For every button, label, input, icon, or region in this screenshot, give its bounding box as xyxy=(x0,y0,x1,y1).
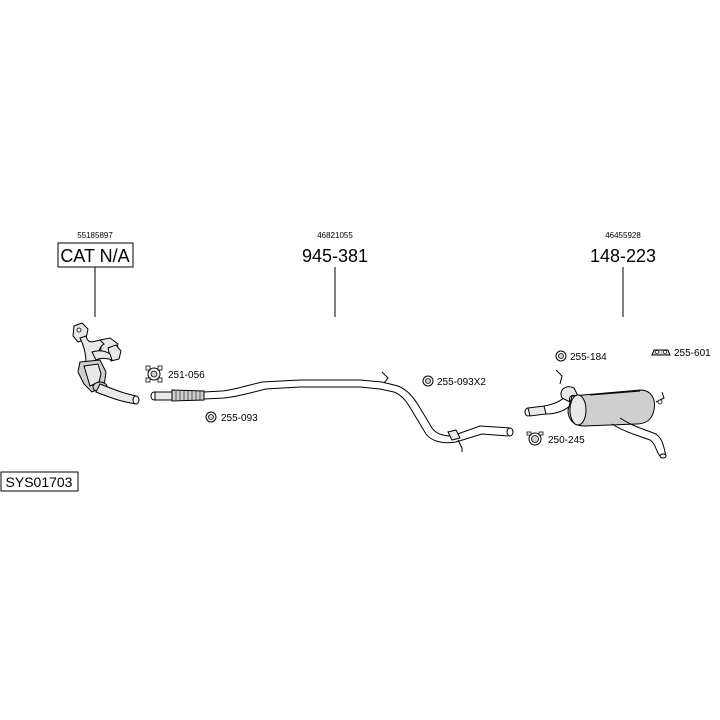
accessory-251-056[interactable]: 251-056 xyxy=(145,365,205,383)
callout-rear-silencer[interactable]: 46455928 148-223 xyxy=(590,231,656,317)
accessory-code: 255-601 xyxy=(674,348,711,359)
middle-pipe-drawing[interactable] xyxy=(150,371,514,452)
clamp-icon xyxy=(526,431,544,446)
catalytic-converter-drawing[interactable] xyxy=(72,322,140,405)
part-number-middle-pipe: 945-381 xyxy=(302,246,368,266)
oe-number-middle-pipe: 46821055 xyxy=(317,231,353,240)
accessory-250-245[interactable]: 250-245 xyxy=(526,431,585,446)
oe-number-catalyst: 55185897 xyxy=(77,231,113,240)
system-code: SYS01703 xyxy=(6,474,73,490)
oe-number-rear-silencer: 46455928 xyxy=(605,231,641,240)
callout-middle-pipe[interactable]: 46821055 945-381 xyxy=(302,231,368,317)
rear-silencer-drawing[interactable] xyxy=(524,369,667,459)
system-code-label: SYS01703 xyxy=(0,471,79,492)
accessory-255-093X2[interactable]: 255-093X2 xyxy=(422,375,486,388)
part-number-rear-silencer: 148-223 xyxy=(590,246,656,266)
accessory-255-093[interactable]: 255-093 xyxy=(205,411,258,424)
accessory-code: 255-093X2 xyxy=(437,377,486,388)
clamp-icon xyxy=(145,365,163,383)
rubber-hanger-icon xyxy=(651,349,671,356)
accessory-code: 255-093 xyxy=(221,413,258,424)
accessory-code: 255-184 xyxy=(570,352,607,363)
accessory-code: 250-245 xyxy=(548,435,585,446)
part-number-box xyxy=(57,242,134,268)
accessory-255-184[interactable]: 255-184 xyxy=(555,350,607,363)
accessory-code: 251-056 xyxy=(168,370,205,381)
rubber-ring-icon xyxy=(205,411,217,423)
rubber-ring-icon xyxy=(422,375,434,387)
accessory-255-601[interactable]: 255-601 xyxy=(651,348,711,359)
part-number-catalyst: CAT N/A xyxy=(60,246,129,266)
rubber-ring-icon xyxy=(555,350,567,362)
callout-catalyst[interactable]: 55185897 CAT N/A xyxy=(57,231,134,317)
